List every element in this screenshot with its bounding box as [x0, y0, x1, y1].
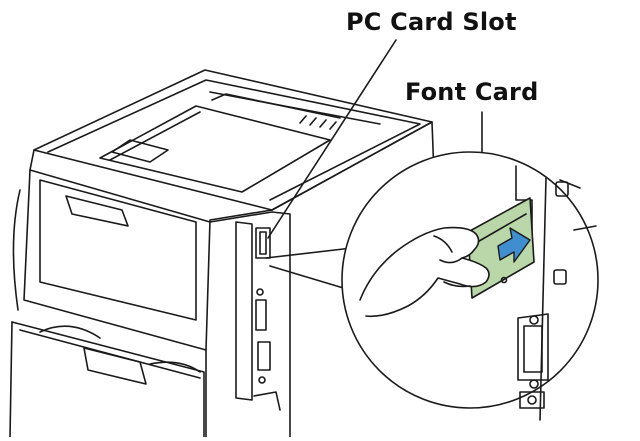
paper-cassette	[9, 321, 205, 438]
printer-left-face	[12, 149, 273, 351]
interface-panel	[253, 227, 281, 411]
font-card-label: Font Card	[405, 78, 539, 106]
pc-card-slot-label: PC Card Slot	[346, 8, 517, 36]
hand	[359, 226, 490, 318]
insert-arrow	[497, 227, 531, 263]
